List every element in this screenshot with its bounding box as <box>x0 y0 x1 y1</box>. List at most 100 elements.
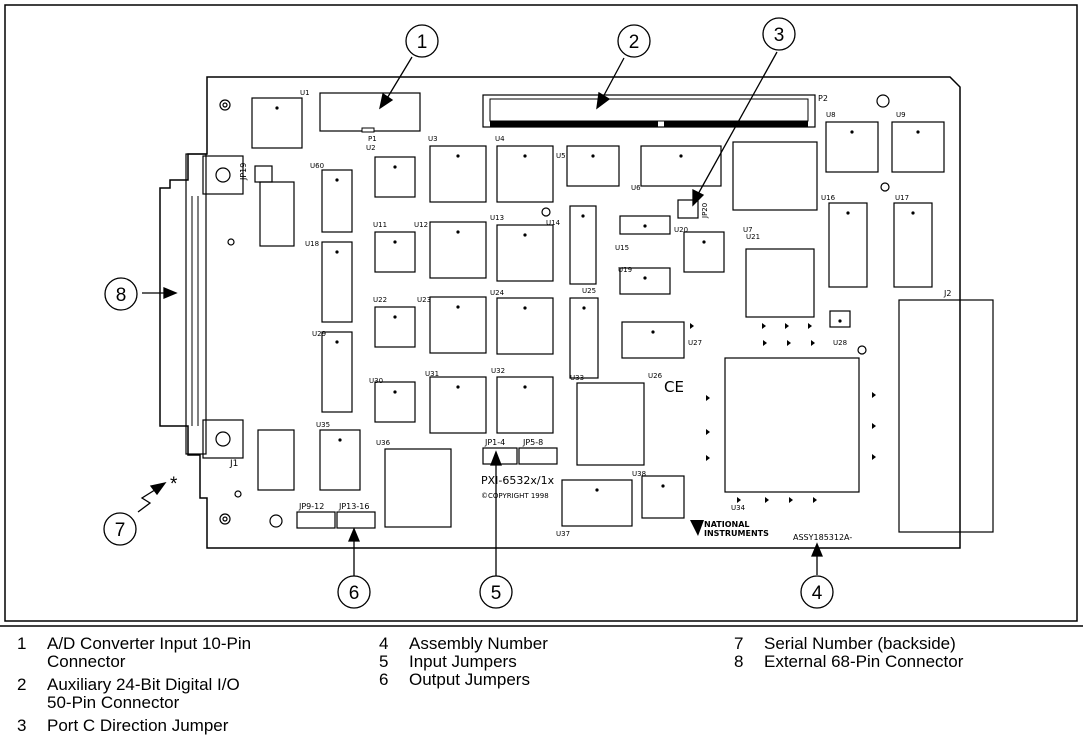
callout-7: 7 <box>103 512 137 546</box>
legend-item-7: 7 Serial Number (backside) <box>734 634 956 653</box>
pin1-dot <box>643 224 647 228</box>
chip-u6-label: U6 <box>631 184 641 192</box>
pin1-dot <box>275 106 279 110</box>
chip-u22-label: U22 <box>373 296 387 304</box>
chip-u12-label: U12 <box>414 221 428 229</box>
chip-u28-body <box>829 310 851 328</box>
chip-u31-label: U31 <box>425 370 439 378</box>
pin1-dot <box>846 211 850 215</box>
svg-text:8: 8 <box>734 652 743 671</box>
pin1-dot <box>335 250 339 254</box>
svg-text:5: 5 <box>379 652 388 671</box>
chip-u16-label: U16 <box>821 194 836 202</box>
svg-text:1: 1 <box>17 634 26 653</box>
j1-label: J1 <box>229 459 238 469</box>
pin-marker <box>763 340 767 346</box>
chip-u32-label: U32 <box>491 367 505 375</box>
chip-u35-body <box>319 429 361 491</box>
pin-marker <box>765 497 769 503</box>
leader-lines <box>137 51 823 577</box>
chip-u3-label: U3 <box>428 135 438 143</box>
chip-u30-label: U30 <box>369 377 383 385</box>
chip-u4-label: U4 <box>495 135 505 143</box>
jp5-8-block <box>518 447 558 465</box>
callout-4: 4 <box>800 575 834 609</box>
chip-u60-body <box>321 169 353 233</box>
callout-6: 6 <box>337 575 371 609</box>
svg-text:2: 2 <box>629 32 640 53</box>
legend-item-8: 8 External 68-Pin Connector <box>734 652 964 671</box>
svg-text:Serial Number (backside): Serial Number (backside) <box>764 634 956 653</box>
chip-u9-label: U9 <box>896 111 906 119</box>
chip-u23-body <box>429 296 487 354</box>
chip-u15-label: U15 <box>615 244 629 252</box>
pin1-dot <box>661 484 665 488</box>
legend-item-5: 5 Input Jumpers <box>379 652 517 671</box>
chip-u6-body <box>640 145 722 187</box>
svg-text:Output Jumpers: Output Jumpers <box>409 670 530 689</box>
j2-label: J2 <box>943 289 951 298</box>
pin1-dot <box>838 319 842 323</box>
chip-u28-label: U28 <box>833 339 847 347</box>
jp20-label: JP20 <box>701 203 709 219</box>
chip-u22-body <box>374 306 416 348</box>
svg-text:8: 8 <box>116 285 127 306</box>
chip-u1-body <box>251 97 303 149</box>
chip-u36 <box>384 448 452 528</box>
chip-u19-label: U19 <box>618 266 632 274</box>
jp13-16-label: JP13-16 <box>338 502 369 511</box>
chip-u33 <box>576 382 645 466</box>
pin1-dot <box>456 305 460 309</box>
pin-marker <box>762 323 766 329</box>
pin-marker <box>811 340 815 346</box>
p2-label: P2 <box>818 94 828 103</box>
chip-u13-label: U13 <box>490 214 504 222</box>
chip-u60-label: U60 <box>310 162 324 170</box>
chip-u16-body <box>828 202 868 288</box>
chip-u35-label: U35 <box>316 421 330 429</box>
p1-label: P1 <box>368 135 377 143</box>
p1-connector <box>319 92 421 132</box>
callout-8: 8 <box>104 277 138 311</box>
chip-u9-body <box>891 121 945 173</box>
chip-u7-label: U7 <box>743 226 753 234</box>
svg-text:2: 2 <box>17 675 26 694</box>
svg-text:4: 4 <box>812 583 823 604</box>
chip-u1-label: U1 <box>300 89 310 97</box>
svg-text:5: 5 <box>491 583 502 604</box>
legend: 1 A/D Converter Input 10-Pin Connector 2… <box>17 634 964 735</box>
pin1-dot <box>916 130 920 134</box>
pin-marker <box>690 323 694 329</box>
pin1-dot <box>651 330 655 334</box>
pin-marker <box>787 340 791 346</box>
svg-text:Input Jumpers: Input Jumpers <box>409 652 517 671</box>
chip-u24-body <box>496 297 554 355</box>
chip-u23-label: U23 <box>417 296 431 304</box>
chip-u38-body <box>641 475 685 519</box>
chip-u21 <box>745 248 815 318</box>
chip-u25-label: U25 <box>582 287 596 295</box>
board-outline <box>159 76 961 549</box>
ic-package <box>259 181 295 247</box>
chip-u34-label: U34 <box>731 504 746 512</box>
pin1-dot <box>679 154 683 158</box>
pin1-dot <box>456 385 460 389</box>
chip-u17-label: U17 <box>895 194 909 202</box>
chip-u37-body <box>561 479 633 527</box>
callout-1: 1 <box>405 24 439 58</box>
chip-u11-body <box>374 231 416 273</box>
chip-u12-body <box>429 221 487 279</box>
chip-u36-label: U36 <box>376 439 391 447</box>
pin1-dot <box>456 230 460 234</box>
callout-2: 2 <box>617 24 651 58</box>
jp19-label: JP19 <box>239 163 248 181</box>
copyright-label: ©COPYRIGHT 1998 <box>481 492 549 500</box>
pin1-dot <box>523 306 527 310</box>
svg-text:3: 3 <box>17 716 26 735</box>
chip-u26-label: U26 <box>648 372 663 380</box>
pin1-dot <box>338 438 342 442</box>
pin1-dot <box>595 488 599 492</box>
svg-text:1: 1 <box>417 32 428 53</box>
